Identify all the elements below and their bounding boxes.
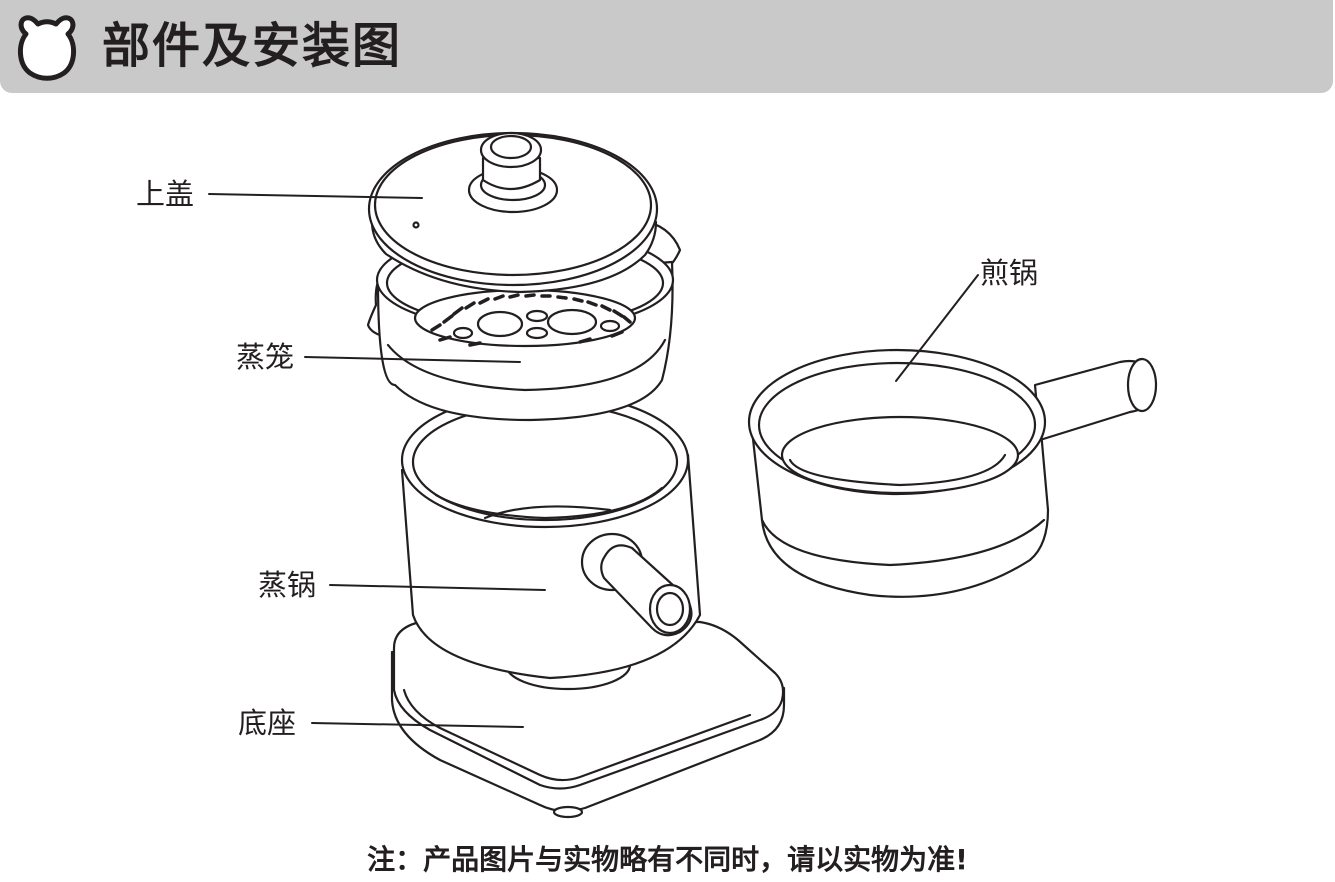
frying-pan-leader-line — [895, 274, 979, 382]
part-label-lid: 上盖 — [136, 177, 195, 211]
part-label-base: 底座 — [238, 706, 297, 740]
bear-head-icon — [18, 15, 76, 81]
base-leader-line — [311, 722, 524, 728]
steamer-basket-leader-line — [304, 356, 521, 363]
part-label-steamer-basket: 蒸笼 — [236, 340, 295, 374]
lid-illustration — [367, 131, 659, 294]
lid-leader-line — [208, 193, 423, 199]
steam-pot-illustration — [400, 391, 702, 691]
frying-pan-illustration — [747, 348, 1158, 598]
part-label-frying-pan: 煎锅 — [980, 256, 1039, 290]
footer-note: 注：产品图片与实物略有不同时，请以实物为准! — [367, 843, 968, 876]
page-title: 部件及安装图 — [102, 18, 403, 74]
steam-pot-leader-line — [329, 584, 546, 591]
header-bar — [0, 0, 1333, 93]
part-label-steam-pot: 蒸锅 — [258, 568, 317, 602]
